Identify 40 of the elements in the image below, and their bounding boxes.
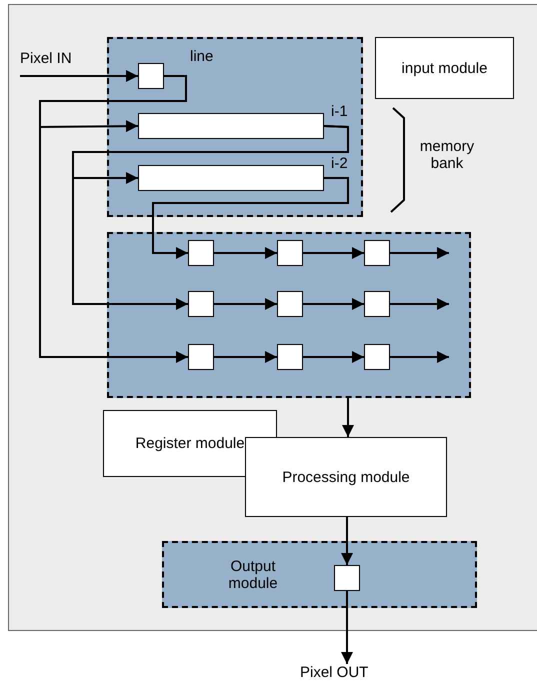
register-cell: [138, 63, 164, 89]
arrow: [152, 177, 349, 259]
line-buffer: [138, 113, 324, 139]
memory-bank-label: memory bank: [418, 138, 476, 172]
module-box: input module: [375, 37, 514, 99]
arrow: [20, 70, 138, 82]
module-label: Output module: [227, 558, 279, 592]
arrow: [341, 591, 353, 664]
dashed-module-panel: [107, 232, 471, 398]
arrow: [390, 351, 449, 363]
dashed-module-panel: [162, 541, 477, 608]
arrow: [303, 298, 364, 310]
arrow: [214, 351, 277, 363]
register-cell: [364, 291, 390, 317]
buffer-label: i-2: [331, 155, 348, 172]
register-cell: [188, 291, 214, 317]
arrow: [342, 398, 354, 437]
dashed-module-panel: [107, 37, 363, 217]
register-cell: [277, 240, 303, 266]
register-cell: [364, 344, 390, 370]
register-cell: [364, 240, 390, 266]
arrow: [72, 125, 349, 310]
register-cell: [334, 565, 360, 591]
pixel-label: Pixel OUT: [300, 664, 400, 682]
pixel-label: Pixel IN: [20, 50, 100, 80]
register-cell: [188, 240, 214, 266]
buffer-label: line: [190, 48, 214, 65]
arrow: [390, 247, 449, 259]
buffer-label: i-1: [331, 103, 348, 120]
register-cell: [277, 344, 303, 370]
register-cell: [188, 344, 214, 370]
arrow: [214, 247, 277, 259]
arrow: [214, 298, 277, 310]
module-box: Processing module: [245, 437, 447, 517]
arrow: [390, 298, 449, 310]
arrow: [303, 247, 364, 259]
line-buffer: [138, 165, 324, 191]
arrow: [341, 517, 353, 565]
arrow: [303, 351, 364, 363]
register-cell: [277, 291, 303, 317]
